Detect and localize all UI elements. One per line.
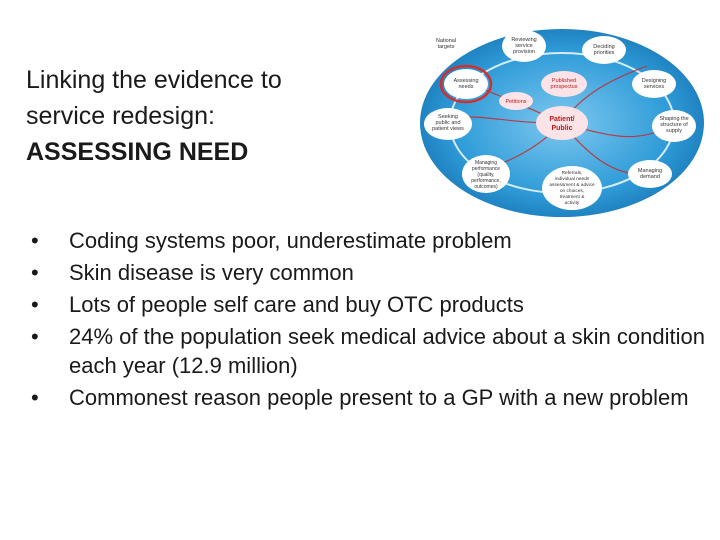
svg-text:Petitions: Petitions [505, 99, 526, 105]
svg-text:prospectus: prospectus [551, 84, 578, 90]
inner-petitions: Petitions [499, 92, 533, 110]
svg-text:public and: public and [435, 120, 460, 126]
node-national: National targets [424, 31, 468, 57]
svg-text:service: service [515, 43, 532, 49]
svg-text:Managing: Managing [475, 160, 497, 166]
svg-text:on choices,: on choices, [560, 188, 584, 194]
svg-text:activity: activity [565, 200, 580, 206]
node-shaping: Shaping the structure of supply [652, 110, 696, 142]
bullet-marker: • [31, 292, 39, 317]
title-line-1: Linking the evidence to [26, 66, 282, 94]
node-managing-demand: Managing demand [628, 160, 672, 188]
node-referrals: Referrals, individual needs assessment &… [542, 166, 602, 210]
commissioning-cycle-diagram: National targets Reviewing service provi… [420, 29, 704, 217]
svg-text:targets: targets [438, 44, 455, 50]
svg-text:assessment & advice: assessment & advice [549, 182, 595, 188]
node-managing-performance: Managing performance (quality, performan… [462, 155, 510, 193]
svg-text:performance: performance [472, 166, 500, 172]
svg-text:structure of: structure of [660, 122, 688, 128]
bullet-item: • Coding systems poor, underestimate pro… [26, 226, 706, 255]
bullet-item: • 24% of the population seek medical adv… [26, 322, 706, 380]
bullet-marker: • [31, 385, 39, 410]
inner-center: Patient/ Public [536, 106, 588, 140]
svg-text:National: National [436, 38, 456, 44]
svg-text:priorities: priorities [594, 50, 615, 56]
slide-title: Linking the evidence to service redesign… [26, 62, 386, 170]
node-seeking: Seeking public and patient views [424, 108, 472, 140]
svg-text:outcomes): outcomes) [474, 184, 498, 190]
bullet-text: Commonest reason people present to a GP … [69, 385, 689, 410]
svg-text:Patient/: Patient/ [549, 116, 574, 123]
bullet-list: • Coding systems poor, underestimate pro… [26, 226, 706, 420]
svg-text:Public: Public [551, 125, 572, 132]
svg-text:individual needs: individual needs [555, 176, 590, 182]
node-assessing: Assessing needs [439, 64, 493, 104]
svg-text:performance,: performance, [471, 178, 500, 184]
svg-text:treatment &: treatment & [560, 194, 586, 200]
node-designing: Designing services [632, 70, 676, 98]
svg-text:supply: supply [666, 128, 682, 134]
bullet-marker: • [31, 228, 39, 253]
svg-text:Designing: Designing [642, 78, 666, 84]
bullet-text: Skin disease is very common [69, 260, 354, 285]
assessing-highlight-ring [439, 64, 493, 104]
title-line-2: service redesign: [26, 102, 215, 130]
title-line-3: ASSESSING NEED [26, 138, 249, 166]
bullet-item: • Commonest reason people present to a G… [26, 383, 706, 412]
bullet-marker: • [31, 324, 39, 349]
svg-text:services: services [644, 84, 664, 90]
svg-text:Shaping the: Shaping the [659, 116, 688, 122]
bullet-marker: • [31, 260, 39, 285]
svg-text:Deciding: Deciding [593, 44, 614, 50]
svg-text:Referrals,: Referrals, [562, 170, 583, 176]
svg-text:needs: needs [459, 84, 474, 90]
bullet-text: Lots of people self care and buy OTC pro… [69, 292, 524, 317]
svg-text:Reviewing: Reviewing [511, 37, 536, 43]
bullet-item: • Skin disease is very common [26, 258, 706, 287]
node-reviewing: Reviewing service provision [502, 30, 546, 62]
svg-text:Published: Published [552, 78, 576, 84]
svg-text:Seeking: Seeking [438, 114, 458, 120]
node-deciding: Deciding priorities [582, 36, 626, 64]
bullet-text: 24% of the population seek medical advic… [69, 324, 705, 378]
inner-published: Published prospectus [541, 71, 587, 97]
svg-text:Managing: Managing [638, 168, 662, 174]
bullet-item: • Lots of people self care and buy OTC p… [26, 290, 706, 319]
svg-text:patient views: patient views [432, 126, 464, 132]
bullet-text: Coding systems poor, underestimate probl… [69, 228, 512, 253]
svg-text:Assessing: Assessing [453, 78, 478, 84]
svg-text:provision: provision [513, 49, 535, 55]
svg-text:(quality,: (quality, [477, 172, 494, 178]
svg-text:demand: demand [640, 174, 660, 180]
